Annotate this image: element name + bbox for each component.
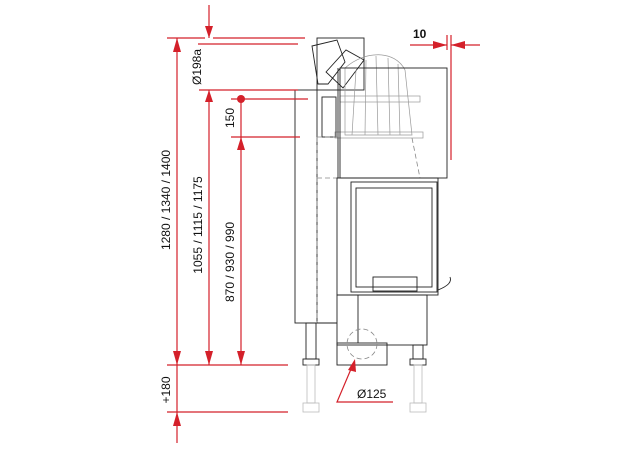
leg-extension-label: +180 [159,376,173,403]
offset-label: 150 [223,108,237,128]
total-height-label: 1280 / 1340 / 1400 [159,150,173,250]
leg-extension-ghost [302,364,427,413]
middle-height-label: 1055 / 1115 / 1175 [191,176,205,274]
fireplace-body [294,37,451,413]
air-inlet-diameter-label: Ø125 [357,387,387,401]
reference-dot [237,95,245,103]
dimension-lines [167,5,480,443]
air-inlet-circle [346,328,378,360]
flue-diameter-label: Ø198a [190,49,204,85]
inner-height-label: 870 / 930 / 990 [223,222,237,302]
glass-offset-label: 10 [413,27,427,41]
